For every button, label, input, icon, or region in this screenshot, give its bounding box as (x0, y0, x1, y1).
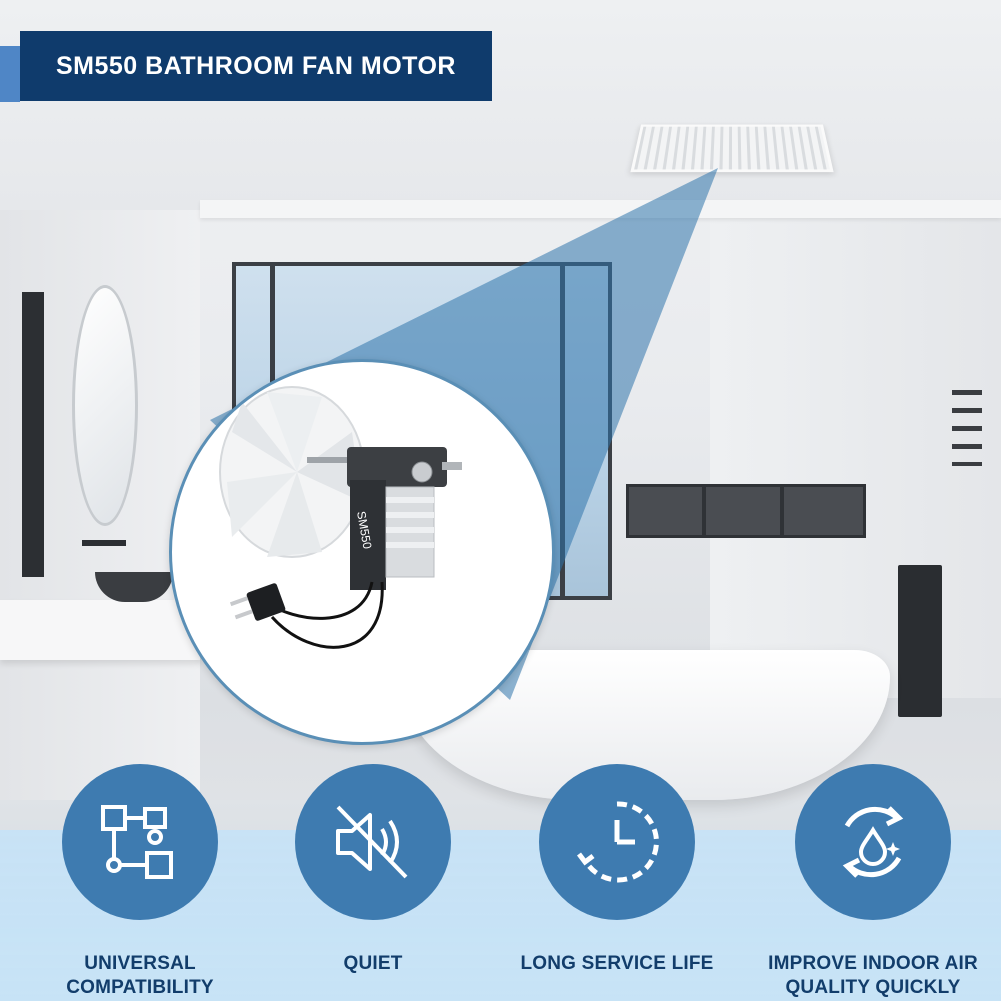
feature-badge (62, 764, 218, 920)
wall-shelf (626, 484, 866, 538)
feature-badge (539, 764, 695, 920)
banner-title: SM550 BATHROOM FAN MOTOR (20, 31, 492, 101)
blower-wheel (219, 386, 365, 558)
feature-universal-compatibility: UNIVERSAL COMPATIBILITY (25, 764, 255, 1000)
feature-label-line: IMPROVE INDOOR AIR (768, 953, 978, 974)
motor-shaft (307, 457, 367, 463)
wall-niche (22, 292, 44, 577)
water-drop-cycle-icon (842, 806, 904, 878)
feature-badge (795, 764, 951, 920)
shelf-divider (780, 484, 784, 538)
banner-accent (0, 46, 20, 102)
feature-quiet: QUIET (258, 764, 488, 976)
toilet-paper-holder (898, 565, 942, 717)
feature-label: IMPROVE INDOOR AIR QUALITY QUICKLY (748, 952, 998, 1000)
feature-badge (295, 764, 451, 920)
shelf-divider (702, 484, 706, 538)
feature-label-line: COMPATIBILITY (66, 977, 214, 998)
oval-mirror (72, 285, 138, 526)
feature-long-service-life: LONG SERVICE LIFE (502, 764, 732, 976)
power-cord (229, 581, 384, 649)
motor-model-text: SM550 (354, 510, 374, 550)
window-frame (560, 262, 565, 596)
feature-label: UNIVERSAL COMPATIBILITY (25, 952, 255, 1000)
towel-hooks (952, 390, 982, 466)
feature-label-line: QUIET (343, 953, 403, 974)
vanity-counter (0, 600, 200, 660)
ceiling-beam (200, 200, 1001, 218)
feature-label-line: QUALITY QUICKLY (785, 977, 961, 998)
fan-motor-illustration: SM550 (219, 386, 462, 649)
feature-label: QUIET (258, 952, 488, 976)
feature-label: LONG SERVICE LIFE (502, 952, 732, 976)
ceiling-exhaust-vent (630, 124, 834, 173)
motor-frame: SM550 (347, 447, 462, 590)
feature-improve-air-quality: IMPROVE INDOOR AIR QUALITY QUICKLY (748, 764, 998, 1000)
flowchart-icon (101, 805, 173, 879)
feature-label-line: LONG SERVICE LIFE (520, 953, 714, 974)
mute-speaker-icon (336, 805, 408, 879)
feature-label-line: UNIVERSAL (84, 953, 196, 974)
faucet (82, 540, 126, 546)
product-photo: SM550 (169, 359, 555, 745)
clock-refresh-icon (577, 801, 659, 883)
